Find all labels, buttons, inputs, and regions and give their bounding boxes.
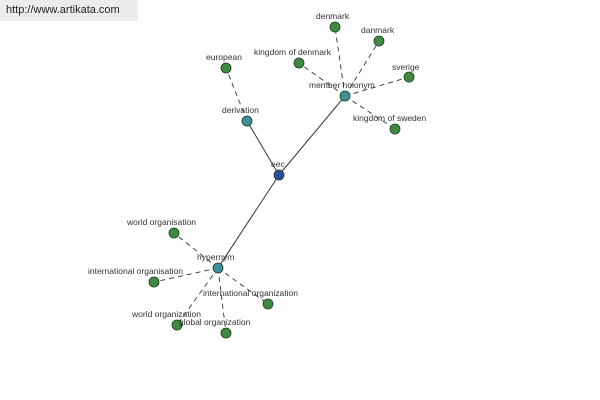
leaf-label-kingdom-of-denmark[interactable]: kingdom of denmark [254, 47, 332, 57]
edge-hypernym-international-organization [217, 267, 269, 305]
leaf-label-danmark[interactable]: danmark [361, 25, 395, 35]
leaf-label-kingdom-of-sweden[interactable]: kingdom of sweden [353, 113, 427, 123]
relation-node-hypernym[interactable] [212, 262, 224, 274]
relation-node-derivation[interactable] [241, 115, 253, 127]
edge-eec-derivation [246, 120, 280, 176]
center-node-eec[interactable] [273, 169, 285, 181]
leaf-label-world-organization[interactable]: world organization [131, 309, 201, 319]
site-url-banner[interactable]: http://www.artikata.com [0, 0, 138, 21]
edge-hypernym-world-organisation [173, 232, 219, 269]
leaf-label-sverige[interactable]: sverige [392, 62, 420, 72]
edge-member-holonym-danmark [344, 40, 380, 97]
edge-member-holonym-sverige [344, 76, 410, 97]
leaf-node-european[interactable] [220, 62, 232, 74]
leaf-node-international-organization[interactable] [262, 298, 274, 310]
leaf-node-kingdom-of-denmark[interactable] [293, 57, 305, 69]
relation-label-hypernym[interactable]: hypernym [197, 252, 234, 262]
nodes-layer [148, 21, 415, 339]
leaf-label-denmark[interactable]: denmark [316, 11, 350, 21]
leaf-label-global-organization[interactable]: global organization [179, 317, 251, 327]
edge-hypernym-international-organisation [153, 267, 219, 283]
edge-member-holonym-kingdom-of-denmark [298, 62, 346, 97]
edge-hypernym-global-organization [217, 267, 227, 334]
relation-label-derivation[interactable]: derivation [222, 105, 259, 115]
leaf-node-kingdom-of-sweden[interactable] [389, 123, 401, 135]
leaf-node-world-organisation[interactable] [168, 227, 180, 239]
edge-eec-member-holonym [278, 95, 346, 176]
leaf-node-international-organisation[interactable] [148, 276, 160, 288]
leaf-label-european[interactable]: european [206, 52, 242, 62]
leaf-node-global-organization[interactable] [220, 327, 232, 339]
edge-eec-hypernym [217, 174, 280, 269]
leaf-node-denmark[interactable] [329, 21, 341, 33]
leaf-label-international-organisation[interactable]: international organisation [88, 266, 183, 276]
center-label-eec[interactable]: eec [271, 159, 285, 169]
edge-hypernym-world-organization [176, 267, 219, 326]
relation-label-member-holonym[interactable]: member holonym [309, 80, 375, 90]
relation-node-member-holonym[interactable] [339, 90, 351, 102]
leaf-label-international-organization[interactable]: international organization [203, 288, 298, 298]
edge-member-holonym-denmark [334, 26, 346, 97]
leaf-node-sverige[interactable] [403, 71, 415, 83]
edges-layer [153, 26, 410, 334]
leaf-label-world-organisation[interactable]: world organisation [126, 217, 196, 227]
edge-derivation-european [225, 67, 248, 122]
leaf-node-world-organization[interactable] [171, 319, 183, 331]
edge-member-holonym-kingdom-of-sweden [344, 95, 396, 130]
labels-layer: eec derivation member holonym hypernym europ… [88, 11, 427, 327]
leaf-node-danmark[interactable] [373, 35, 385, 47]
